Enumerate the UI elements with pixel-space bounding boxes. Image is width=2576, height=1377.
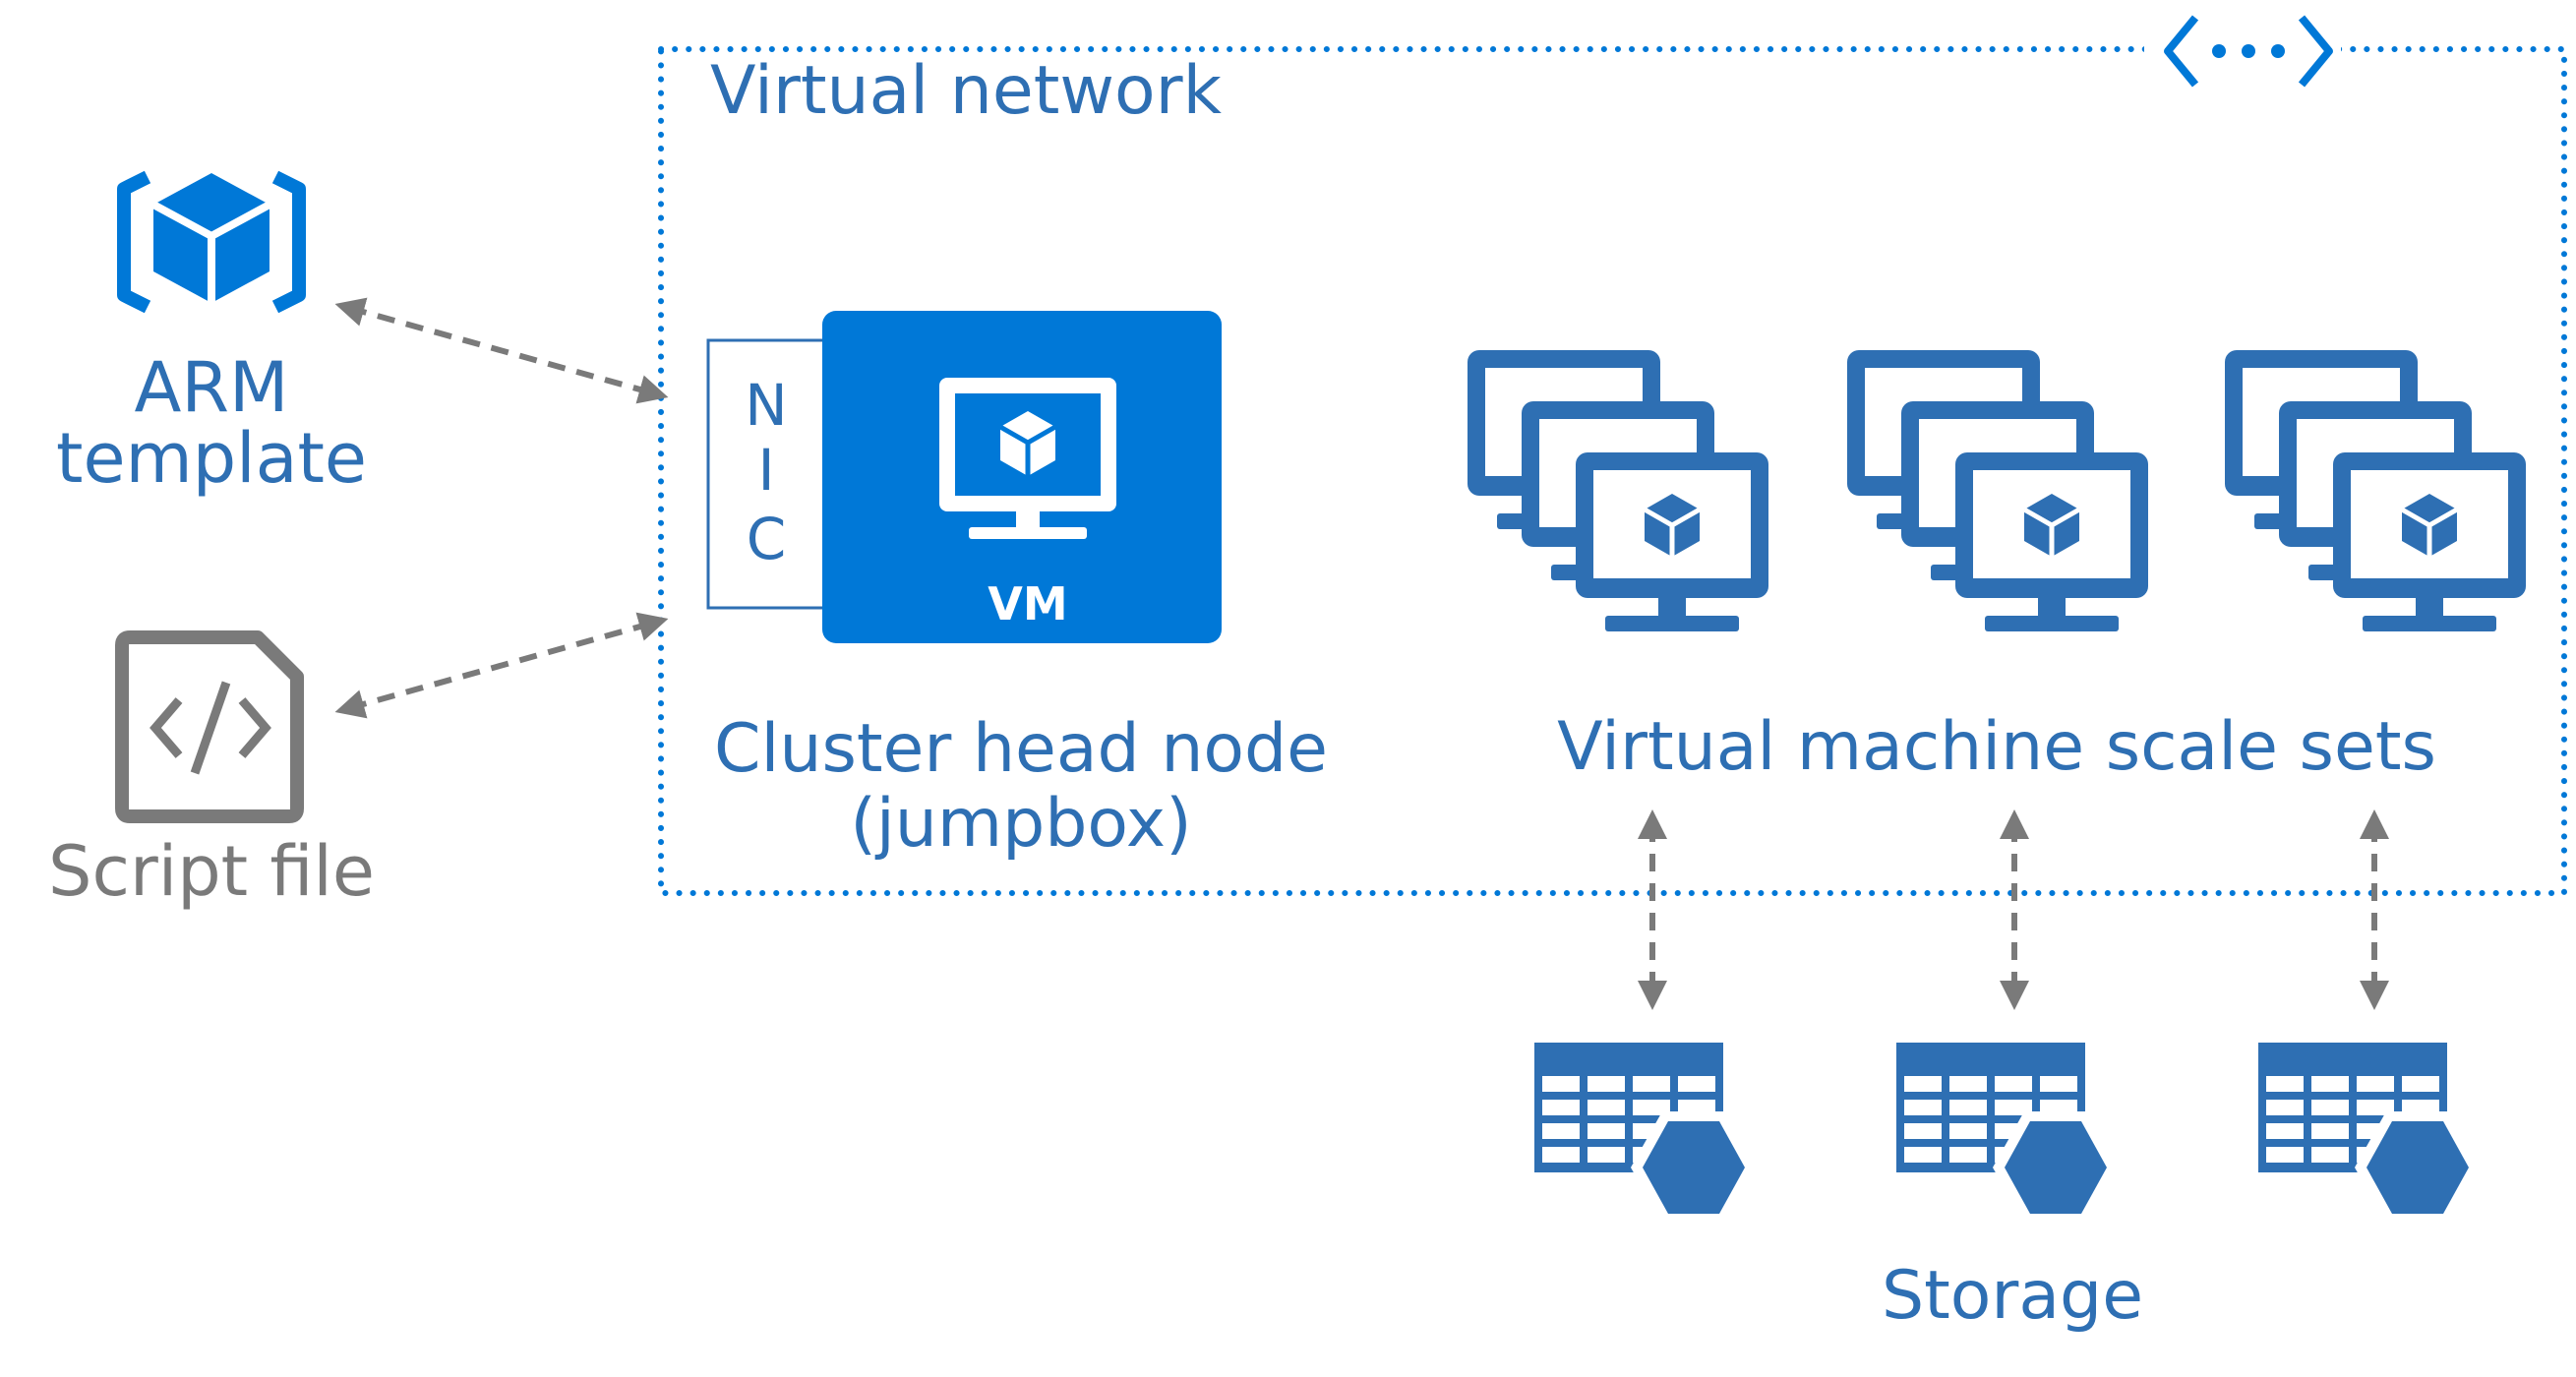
virtual-network-icon <box>2164 15 2333 88</box>
nic-letter-i: I <box>757 437 774 504</box>
scale-sets-label: Virtual machine scale sets <box>1557 708 2436 786</box>
nic-letter-c: C <box>747 506 787 572</box>
code-file-icon <box>115 630 304 823</box>
vm-stack-icon <box>2225 350 2526 631</box>
storage-table-icon <box>1896 1043 2119 1224</box>
arm-to-vnet-arrow <box>334 297 669 404</box>
vm-monitor-icon <box>939 378 1116 539</box>
storage-table-icon <box>1534 1043 1757 1224</box>
arm-label-line2: template <box>56 418 367 499</box>
head-node-caption-line2: (jumpbox) <box>850 785 1191 863</box>
arm-cube-icon <box>117 170 306 314</box>
vm-label: VM <box>988 577 1067 630</box>
script-label: Script file <box>48 831 375 912</box>
storage-table-icon <box>2258 1043 2481 1224</box>
nic-box <box>706 338 836 610</box>
arm-label-line1: ARM <box>135 347 289 428</box>
vm-stack-icon <box>1468 350 1768 631</box>
vnet-label: Virtual network <box>710 52 1223 130</box>
nic-letter-n: N <box>745 372 787 439</box>
vm-stack-icon <box>1847 350 2148 631</box>
storage-label: Storage <box>1882 1257 2143 1335</box>
head-node-caption-line1: Cluster head node <box>714 710 1328 788</box>
script-to-vnet-arrow <box>334 612 669 719</box>
